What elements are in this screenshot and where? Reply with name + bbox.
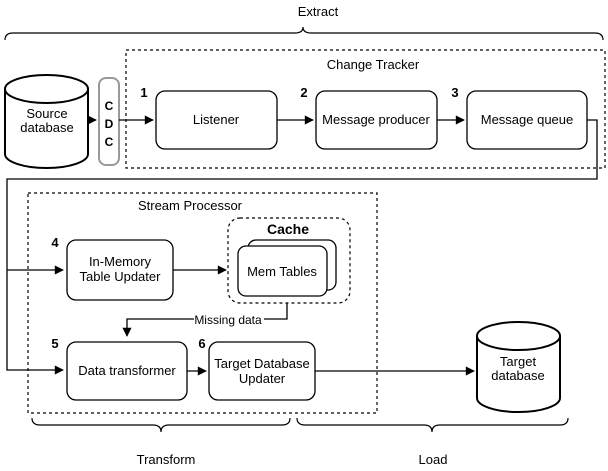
source-database-label-line2: database <box>20 120 74 135</box>
change-tracker-label: Change Tracker <box>327 57 420 72</box>
cdc-letter-c1: C <box>105 99 114 113</box>
target-db-updater-step-number: 6 <box>198 336 205 351</box>
target-database-label-line2: database <box>491 368 545 383</box>
transform-stage-group: Transform <box>31 417 291 467</box>
data-transformer-node: 5 Data transformer <box>51 336 188 401</box>
listener-step-number: 1 <box>140 85 147 100</box>
missing-data-label: Missing data <box>194 313 262 327</box>
cache-label: Cache <box>267 221 309 237</box>
listener-label: Listener <box>193 112 240 127</box>
transform-stage-label: Transform <box>137 452 196 467</box>
data-transformer-label: Data transformer <box>78 363 176 378</box>
message-queue-step-number: 3 <box>451 85 458 100</box>
change-tracker-border <box>125 49 606 169</box>
in-memory-step-number: 4 <box>51 235 59 250</box>
message-producer-node: 2 Message producer <box>300 85 438 150</box>
listener-node: 1 Listener <box>140 85 278 150</box>
target-database-node: Target database <box>476 321 561 413</box>
cache-group: Cache Mem Tables <box>227 217 351 304</box>
source-database-node: Source database <box>4 74 89 169</box>
source-database-cylinder-rim <box>4 88 89 104</box>
target-database-updater-node: 6 Target Database Updater <box>198 336 316 401</box>
transform-brace <box>31 417 291 433</box>
in-memory-label-line1: In-Memory <box>89 254 152 269</box>
cdc-letter-d: D <box>105 117 114 131</box>
load-stage-label: Load <box>419 452 448 467</box>
data-transformer-step-number: 5 <box>51 336 58 351</box>
target-database-cylinder <box>476 321 561 413</box>
load-brace <box>296 417 569 433</box>
target-db-updater-label-line2: Updater <box>239 371 286 386</box>
missing-data-connector: Missing data <box>122 303 288 337</box>
source-database-cylinder <box>4 74 89 169</box>
message-queue-node: 3 Message queue <box>451 85 588 150</box>
extract-brace <box>4 26 604 41</box>
extract-stage-label: Extract <box>298 4 339 19</box>
target-database-label-line1: Target <box>500 354 537 369</box>
stream-processor-group: Stream Processor <box>27 192 378 414</box>
extract-stage-group: Extract <box>4 4 604 41</box>
message-producer-step-number: 2 <box>300 85 307 100</box>
change-tracker-group: Change Tracker <box>125 49 606 169</box>
cdc-box <box>98 77 120 166</box>
missing-data-label-background <box>194 312 264 326</box>
in-memory-label-line2: Table Updater <box>80 269 162 284</box>
message-producer-label: Message producer <box>322 112 430 127</box>
wire-queue-to-data-transformer <box>6 119 598 375</box>
stream-processor-border <box>27 192 378 414</box>
mem-tables-label: Mem Tables <box>247 264 317 279</box>
cache-border <box>227 217 351 304</box>
message-queue-label: Message queue <box>481 112 574 127</box>
cdc-letter-c2: C <box>105 135 114 149</box>
mem-tables-box-front <box>237 245 328 297</box>
load-stage-group: Load <box>296 417 569 467</box>
target-db-updater-label-line1: Target Database <box>214 356 309 371</box>
cdc-node: C D C <box>98 77 120 166</box>
source-database-label-line1: Source <box>26 106 67 121</box>
target-database-cylinder-rim <box>476 335 561 351</box>
in-memory-table-updater-node: 4 In-Memory Table Updater <box>51 235 174 301</box>
stream-processor-label: Stream Processor <box>138 198 243 213</box>
